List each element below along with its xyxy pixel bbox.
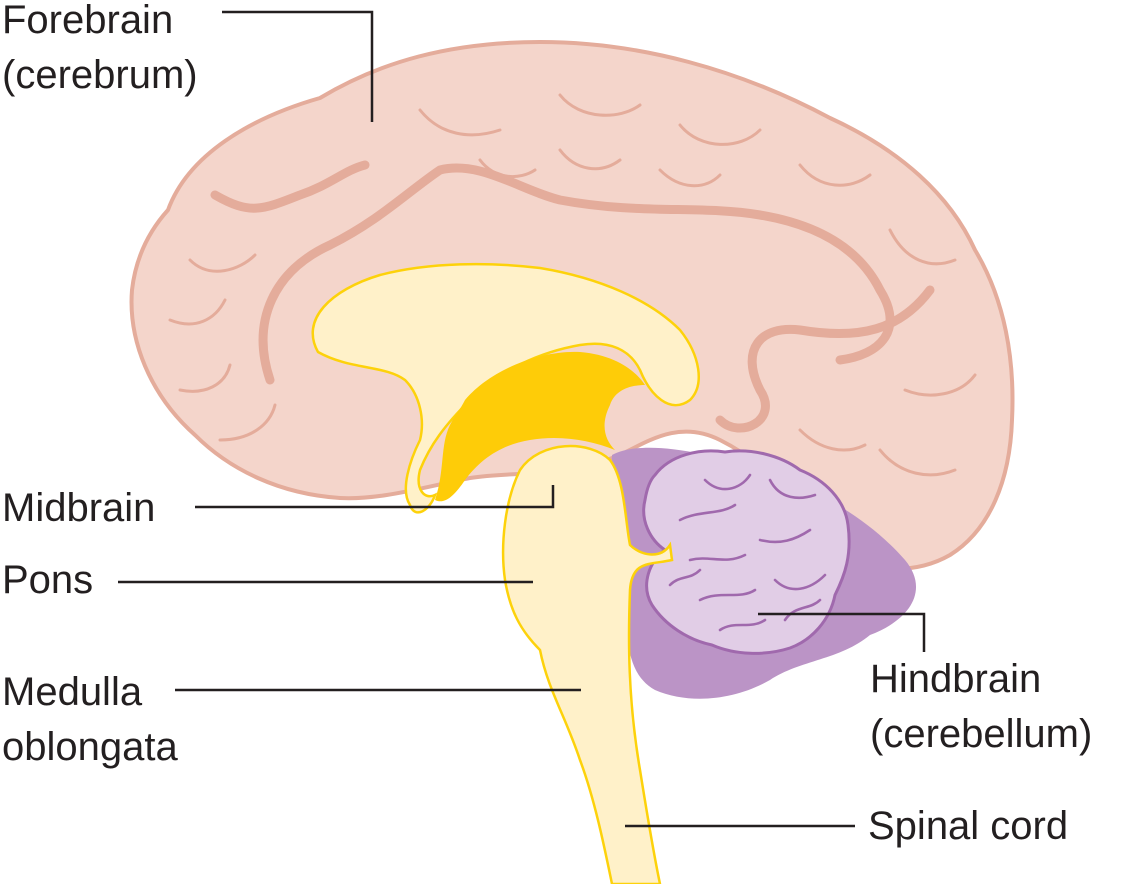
label-pons: Pons <box>2 558 93 602</box>
cerebellum-folia-3 <box>668 568 822 632</box>
label-forebrain-line2: (cerebrum) <box>2 53 198 97</box>
leader-midbrain <box>195 485 555 509</box>
corpus-callosum <box>311 262 700 514</box>
cerebrum-sulcus-central <box>210 160 370 213</box>
cerebellum-folia-2 <box>688 528 827 602</box>
cerebellum-outline <box>642 449 851 655</box>
thalamus <box>435 351 645 502</box>
label-midbrain: Midbrain <box>2 486 155 530</box>
leader-hindbrain <box>758 612 926 652</box>
cerebrum-fold-4 <box>478 148 722 188</box>
label-hindbrain-line2: (cerebellum) <box>870 712 1092 756</box>
label-spinal-cord: Spinal cord <box>868 804 1068 848</box>
brainstem <box>501 444 674 884</box>
cerebrum-fold-1 <box>168 253 277 442</box>
cerebellum-folia-1 <box>678 473 817 522</box>
cerebrum-fold-2 <box>418 93 872 187</box>
cerebrum-sulcus-parieto <box>715 285 935 433</box>
label-medulla-line1: Medulla <box>2 670 143 714</box>
cerebrum-fold-3 <box>798 228 977 477</box>
label-medulla-line2: oblongata <box>2 725 178 769</box>
cerebellum <box>642 449 851 655</box>
cerebrum-sulcus-cingulate <box>258 163 895 385</box>
leader-forebrain <box>222 10 374 122</box>
leader-lines <box>118 10 926 828</box>
label-forebrain-line1: Forebrain <box>2 0 173 42</box>
label-hindbrain-line1: Hindbrain <box>870 657 1041 701</box>
